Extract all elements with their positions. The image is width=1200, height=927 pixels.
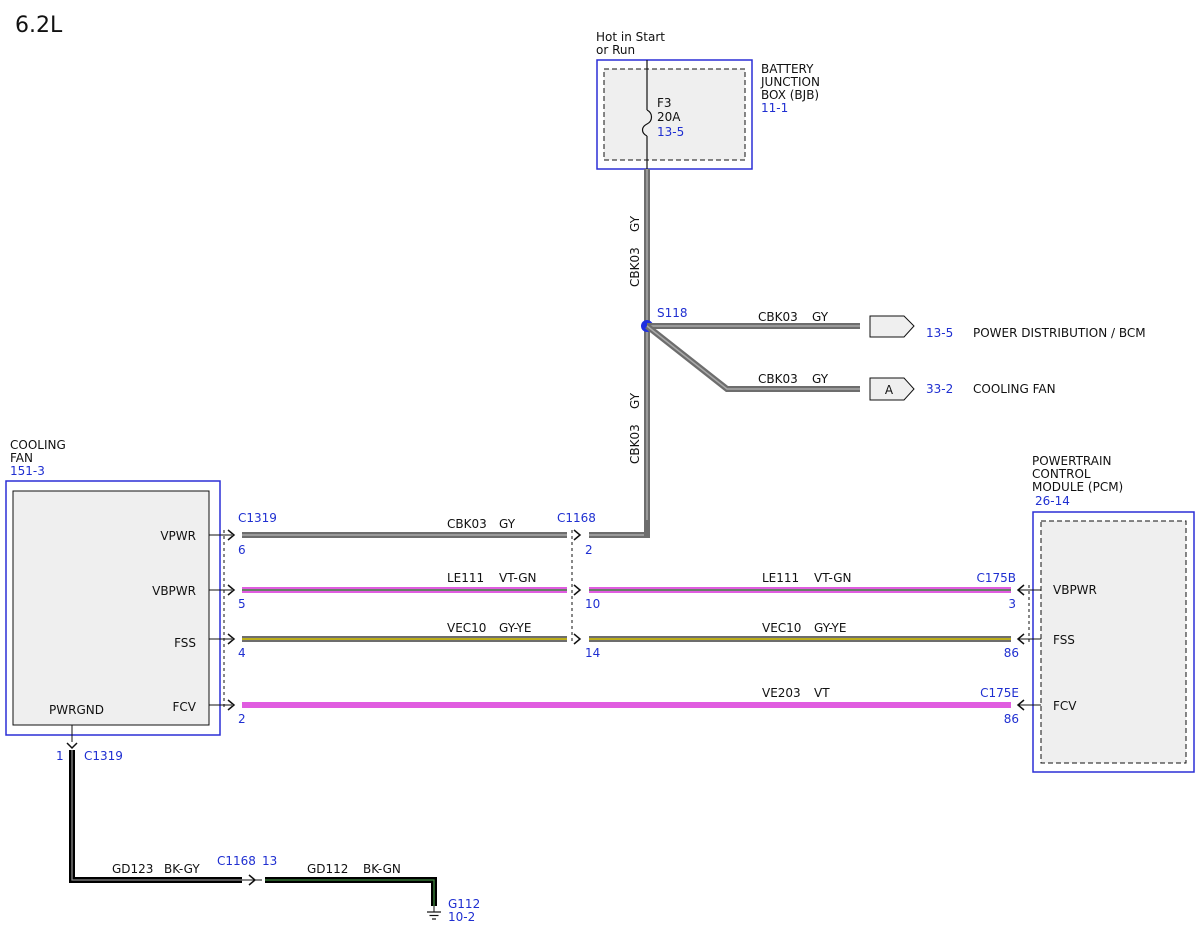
fuse-page-ref[interactable]: 13-5: [657, 125, 684, 139]
pcm-name-line3: MODULE (PCM): [1032, 480, 1123, 494]
c1168-pin-2: 2: [585, 543, 593, 557]
vertical-upper-circuit-label: CBK03: [628, 247, 642, 287]
bjb-name-line3: BOX (BJB): [761, 88, 819, 102]
ground-name[interactable]: G112: [448, 897, 480, 911]
c1168-pin2-chevron-icon: [573, 529, 582, 541]
fan-pin-pwrgnd: PWRGND: [49, 703, 104, 717]
ground-connector-name[interactable]: C1319: [84, 749, 123, 763]
fan-name-line1: COOLING: [10, 438, 66, 452]
ground-page-ref[interactable]: 10-2: [448, 910, 475, 924]
fan-pin-fcv: FCV: [173, 700, 197, 714]
ground-inline-connector[interactable]: C1168: [217, 854, 256, 868]
wire2-left-color: VT-GN: [499, 571, 536, 585]
fan-page-ref[interactable]: 151-3: [10, 464, 45, 478]
fan-body: [12, 490, 210, 726]
fan-pin-vpwr: VPWR: [160, 529, 196, 543]
bjb-name-line2: JUNCTION: [760, 75, 820, 89]
wire2-right-circuit: LE111: [762, 571, 799, 585]
page-title: 6.2L: [15, 13, 63, 38]
ground-c1319-chevron-icon: [66, 742, 78, 750]
pcm-pin-vbpwr: VBPWR: [1053, 583, 1097, 597]
fuse-icon: [641, 109, 653, 137]
vertical-lower-color-label: GY: [628, 392, 642, 409]
wire-branch-2: [645, 323, 860, 392]
pcm-name-line2: CONTROL: [1032, 467, 1091, 481]
pcm-pin-fcv: FCV: [1053, 699, 1077, 713]
c1319-pin-5: 5: [238, 597, 246, 611]
branch-2-connector-letter: A: [885, 383, 894, 397]
c1319-pin-6: 6: [238, 543, 246, 557]
c1319-pin-2: 2: [238, 712, 246, 726]
vertical-lower-circuit-label: CBK03: [628, 424, 642, 464]
c1319-pin6-chevron-icon: [227, 529, 236, 541]
wire4-circuit: VE203: [762, 686, 801, 700]
branch-1-arrow-connector-icon[interactable]: [869, 315, 915, 338]
wire3-right-circuit: VEC10: [762, 621, 801, 635]
c1319-pin5-chevron-icon: [227, 584, 236, 596]
c175e-name[interactable]: C175E: [980, 686, 1019, 700]
wire2-right-color: VT-GN: [814, 571, 851, 585]
splice-name[interactable]: S118: [657, 306, 688, 320]
fan-name-line2: FAN: [10, 451, 33, 465]
wire-gd112: [265, 877, 437, 906]
c1168-pin-10: 10: [585, 597, 600, 611]
wire-branch-2-highlight: [646, 325, 860, 390]
wire2-left-circuit: LE111: [447, 571, 484, 585]
vertical-upper-color-label: GY: [628, 215, 642, 232]
ground-pin-number: 1: [56, 749, 64, 763]
fuse-rating: 20A: [657, 110, 681, 124]
pcm-name-line1: POWERTRAIN: [1032, 454, 1112, 468]
c175e-pin-86: 86: [1004, 712, 1019, 726]
gd123-circuit: GD123: [112, 862, 153, 876]
branch-2-color: GY: [812, 372, 829, 386]
c175b-name[interactable]: C175B: [976, 571, 1016, 585]
fan-pin-fss: FSS: [174, 636, 196, 650]
gd112-color: BK-GN: [363, 862, 401, 876]
branch-1-destination: POWER DISTRIBUTION / BCM: [973, 326, 1146, 340]
pcm-pin-fss: FSS: [1053, 633, 1075, 647]
branch-2-arrow-connector-icon[interactable]: [869, 377, 915, 401]
bjb-fuse-area: [603, 68, 746, 161]
wire-gd112-stripe: [265, 879, 435, 906]
wire1-color: GY: [499, 517, 516, 531]
bjb-hot-label-line2: or Run: [596, 43, 635, 57]
c1168-pin-14: 14: [585, 646, 600, 660]
ground-symbol-icon: [427, 906, 441, 920]
c1319-pin-4: 4: [238, 646, 246, 660]
branch-2-circuit: CBK03: [758, 372, 798, 386]
bjb-name-line1: BATTERY: [761, 62, 814, 76]
wire-cbk03-to-splice: [589, 520, 650, 538]
fan-pin-vbpwr: VBPWR: [152, 584, 196, 598]
gd123-color: BK-GY: [164, 862, 200, 876]
wire1-circuit: CBK03: [447, 517, 487, 531]
c1319-pin2-chevron-icon: [227, 699, 236, 711]
wire3-left-color: GY-YE: [499, 621, 531, 635]
branch-2-page-ref[interactable]: 33-2: [926, 382, 953, 396]
pcm-fss-pin-86: 86: [1004, 646, 1019, 660]
ground-inline-pin: 13: [262, 854, 277, 868]
gd112-circuit: GD112: [307, 862, 348, 876]
c1168-pin14-chevron-icon: [573, 633, 582, 645]
branch-1-circuit: CBK03: [758, 310, 798, 324]
pcm-body: [1040, 520, 1187, 764]
wire4-color: VT: [814, 686, 830, 700]
c1168-name[interactable]: C1168: [557, 511, 596, 525]
pcm-page-ref[interactable]: 26-14: [1035, 494, 1070, 508]
wire3-left-circuit: VEC10: [447, 621, 486, 635]
fuse-name: F3: [657, 96, 672, 110]
branch-1-color: GY: [812, 310, 829, 324]
c1168-pin10-chevron-icon: [573, 584, 582, 596]
branch-2-destination: COOLING FAN: [973, 382, 1056, 396]
c175b-pin-3: 3: [1008, 597, 1016, 611]
c1319-pin4-chevron-icon: [227, 633, 236, 645]
c1319-name[interactable]: C1319: [238, 511, 277, 525]
branch-1-page-ref[interactable]: 13-5: [926, 326, 953, 340]
wire3-right-color: GY-YE: [814, 621, 846, 635]
wire-gd123-stripe: [71, 750, 242, 881]
bjb-page-ref[interactable]: 11-1: [761, 101, 788, 115]
bjb-hot-label-line1: Hot in Start: [596, 30, 665, 44]
